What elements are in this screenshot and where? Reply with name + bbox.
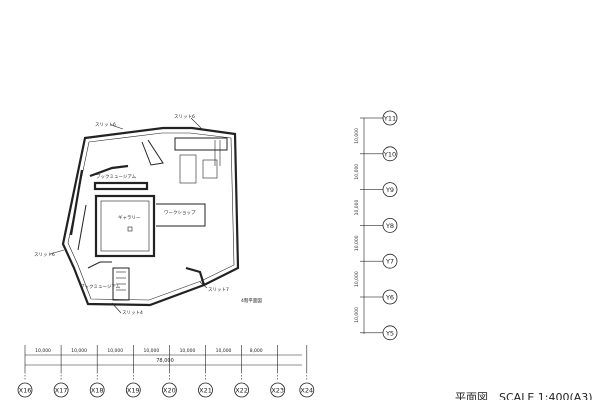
x-axis-label: X16: [19, 387, 32, 395]
x-axis-bubble-x17: X17: [53, 382, 69, 398]
y-dimension-value: 10,000: [354, 271, 360, 287]
x-dimension-value: 10,000: [180, 348, 196, 354]
label-slit-top-left: スリット6: [95, 122, 116, 128]
y-axis-bubble-y9: Y9: [382, 182, 398, 198]
y-axis-label: Y11: [383, 115, 396, 123]
x-dimension-line: 10,000 10,000 10,000 10,000 10,000 10,000 8,00…: [24, 345, 308, 380]
x-dimension-value: 10,000: [143, 348, 159, 354]
label-book-museum-bottom: ブックミュージアム: [80, 283, 121, 290]
x-axis-label: X19: [127, 387, 140, 395]
y-axis-bubble-y10: Y10: [382, 146, 398, 162]
x-axis-bubble-x18: X18: [89, 382, 105, 398]
x-axis-bubble-x24: X24: [299, 382, 315, 398]
y-dimension-value: 10,000: [354, 307, 360, 323]
label-slit-left: スリット6: [34, 252, 55, 258]
y-dimension-line: 10,000 10,000 10,000 10,000 10,000 10,000: [354, 117, 383, 334]
room-labels: スリット6 スリット6 スリット6 スリット4 スリット7 ブックミュージアム …: [34, 114, 262, 316]
leader-lines: [49, 117, 208, 314]
x-axis-bubbles: X16 X17 X18 X19 X20 X21 X22 X23 X24: [17, 382, 315, 398]
interior-rooms: [87, 137, 228, 301]
label-gallery: ギャラリー: [118, 215, 141, 221]
x-axis-bubble-x20: X20: [161, 382, 177, 398]
y-dimension-value: 10,000: [354, 128, 360, 144]
x-dimension-value: 10,000: [35, 348, 51, 354]
x-axis-label: X17: [55, 387, 68, 395]
x-dimension-value: 10,000: [216, 348, 232, 354]
label-work-shop: ワークショップ: [164, 210, 196, 216]
y-axis-label: Y5: [385, 329, 394, 337]
y-axis-bubble-y6: Y6: [382, 289, 398, 305]
x-total-dimension: 78,000: [156, 358, 174, 364]
x-axis-label: X22: [235, 387, 248, 395]
y-axis-bubble-y8: Y8: [382, 217, 398, 233]
x-axis-bubble-x19: X19: [125, 382, 141, 398]
x-dimension-value: 8,000: [250, 348, 263, 354]
label-slit-top-right: スリット6: [174, 114, 195, 120]
drawing-caption: 平面図 SCALE 1:400(A3): [455, 391, 593, 400]
x-dimension-value: 10,000: [71, 348, 87, 354]
x-axis-label: X21: [199, 387, 212, 395]
building-outline: [61, 126, 240, 307]
x-axis-bubble-x23: X23: [270, 382, 286, 398]
y-axis-label: Y10: [383, 150, 396, 158]
label-slit-right: スリット7: [208, 287, 229, 293]
x-axis-bubble-x16: X16: [17, 382, 33, 398]
y-dimension-value: 10,000: [354, 164, 360, 180]
x-axis-label: X23: [271, 387, 284, 395]
label-slit-bottom: スリット4: [122, 310, 143, 316]
label-book-museum-top: ブックミュージアム: [96, 173, 137, 180]
x-axis-bubble-x21: X21: [198, 382, 213, 398]
y-axis-bubble-y5: Y5: [382, 325, 398, 341]
x-axis-label: X24: [300, 387, 313, 395]
plan-title: 4階平面図: [241, 297, 262, 304]
y-axis-label: Y7: [385, 258, 394, 266]
y-axis-label: Y8: [385, 222, 394, 230]
y-dimension-value: 10,000: [354, 235, 360, 251]
x-axis-label: X20: [163, 387, 176, 395]
y-axis-label: Y6: [385, 294, 394, 302]
y-axis-bubble-y11: Y11: [382, 110, 398, 126]
y-axis-label: Y9: [385, 186, 394, 194]
x-axis-bubble-x22: X22: [234, 382, 250, 398]
y-dimension-value: 10,000: [354, 199, 360, 215]
y-axis-bubble-y7: Y7: [382, 253, 398, 269]
x-dimension-value: 10,000: [107, 348, 123, 354]
x-axis-label: X18: [91, 387, 104, 395]
